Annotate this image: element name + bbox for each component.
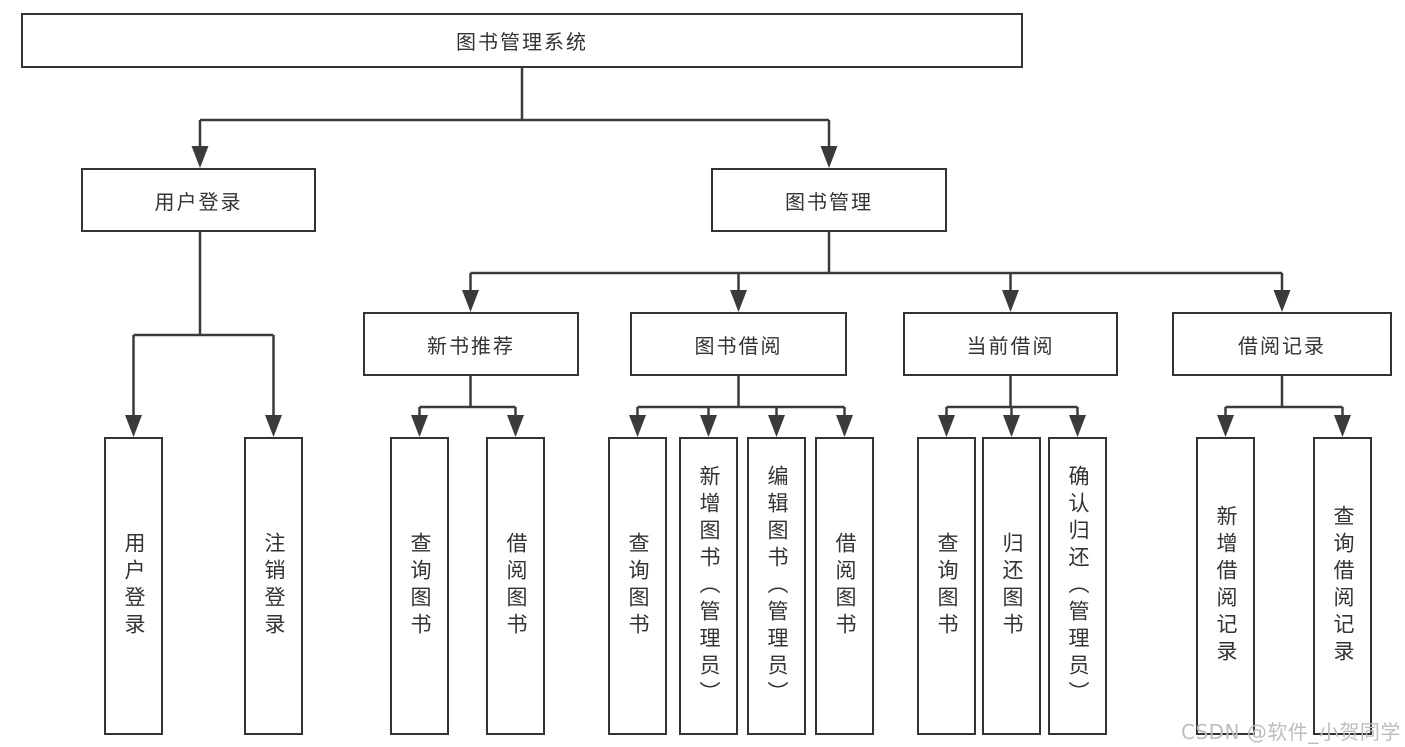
arrowhead-icon — [191, 146, 209, 168]
node-book-borrowing: 图书借阅 — [630, 312, 847, 376]
leaf-query-borrow-record: 查询借阅记录 — [1313, 437, 1372, 735]
node-book-borrowing-label: 图书借阅 — [694, 333, 783, 358]
leaf-borrow-books-1: 借阅图书 — [486, 437, 545, 735]
leaf-borrow-books-1-label: 借阅图书 — [504, 532, 528, 640]
node-new-book-recommend: 新书推荐 — [363, 312, 579, 376]
node-root-label: 图书管理系统 — [456, 30, 588, 54]
node-user-login: 用户登录 — [81, 168, 316, 232]
arrowhead-icon — [1334, 415, 1351, 437]
node-borrowing-records-label: 借阅记录 — [1238, 333, 1326, 358]
arrowhead-icon — [1273, 290, 1291, 312]
arrowhead-icon — [730, 290, 747, 312]
arrowhead-icon — [411, 415, 428, 437]
leaf-query-books-1: 查询图书 — [390, 437, 449, 735]
csdn-watermark: CSDN @软件_小贺同学 — [1181, 720, 1401, 744]
leaf-add-book-admin: 新增图书（管理员） — [679, 437, 738, 735]
node-book-management-label: 图书管理 — [785, 189, 873, 214]
arrowhead-icon — [820, 146, 838, 168]
leaf-query-books-3: 查询图书 — [917, 437, 976, 735]
node-root: 图书管理系统 — [21, 13, 1023, 68]
arrowhead-icon — [462, 290, 479, 312]
leaf-query-books-2-label: 查询图书 — [626, 532, 650, 640]
arrowhead-icon — [1002, 290, 1019, 312]
leaf-query-books-1-label: 查询图书 — [408, 532, 432, 640]
arrowhead-icon — [700, 415, 717, 437]
leaf-borrow-books-2: 借阅图书 — [815, 437, 874, 735]
leaf-logout: 注销登录 — [244, 437, 303, 735]
leaf-query-books-3-label: 查询图书 — [935, 532, 959, 640]
leaf-return-books: 归还图书 — [982, 437, 1041, 735]
arrowhead-icon — [768, 415, 785, 437]
leaf-query-borrow-record-label: 查询借阅记录 — [1331, 505, 1355, 667]
arrowhead-icon — [125, 415, 142, 437]
node-current-borrowing: 当前借阅 — [903, 312, 1118, 376]
leaf-edit-book-admin: 编辑图书（管理员） — [747, 437, 806, 735]
node-borrowing-records: 借阅记录 — [1172, 312, 1392, 376]
arrowhead-icon — [507, 415, 524, 437]
arrowhead-icon — [1069, 415, 1086, 437]
node-user-login-label: 用户登录 — [154, 189, 243, 214]
arrowhead-icon — [938, 415, 955, 437]
leaf-return-books-label: 归还图书 — [1000, 532, 1024, 640]
leaf-user-login-label: 用户登录 — [122, 532, 146, 640]
leaf-borrow-books-2-label: 借阅图书 — [833, 532, 857, 640]
arrowhead-icon — [836, 415, 853, 437]
arrowhead-icon — [1003, 415, 1020, 437]
leaf-confirm-return-admin-label: 确认归还（管理员） — [1066, 464, 1090, 708]
leaf-confirm-return-admin: 确认归还（管理员） — [1048, 437, 1107, 735]
node-new-book-recommend-label: 新书推荐 — [427, 333, 515, 358]
leaf-add-borrow-record: 新增借阅记录 — [1196, 437, 1255, 735]
node-book-management: 图书管理 — [711, 168, 947, 232]
leaf-user-login: 用户登录 — [104, 437, 163, 735]
leaf-edit-book-admin-label: 编辑图书（管理员） — [765, 464, 789, 708]
arrowhead-icon — [629, 415, 646, 437]
leaf-logout-label: 注销登录 — [262, 532, 286, 640]
arrowhead-icon — [265, 415, 282, 437]
leaf-add-borrow-record-label: 新增借阅记录 — [1214, 505, 1238, 667]
leaf-add-book-admin-label: 新增图书（管理员） — [697, 464, 721, 708]
node-current-borrowing-label: 当前借阅 — [966, 333, 1055, 358]
leaf-query-books-2: 查询图书 — [608, 437, 667, 735]
arrowhead-icon — [1217, 415, 1234, 437]
